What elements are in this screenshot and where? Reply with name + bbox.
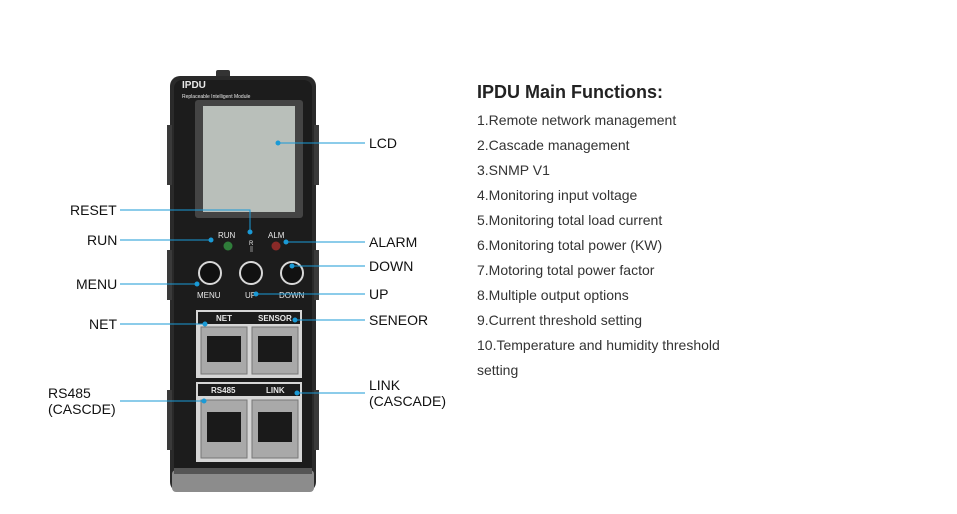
lower-port-label-strip (198, 384, 300, 396)
functions-list: 1.Remote network management 2.Cascade ma… (477, 108, 747, 383)
callout-rs485-line1: RS485 (48, 385, 91, 401)
device-subtitle: Replaceable Intelligent Module (182, 94, 251, 100)
leader-reset (120, 209, 251, 232)
run-led-label: RUN (218, 231, 236, 240)
callout-down: DOWN (369, 258, 414, 274)
vent-left-mid (167, 250, 172, 300)
menu-button-label: MENU (197, 291, 221, 300)
callout-reset: RESET (70, 202, 117, 218)
leader-down-dot (289, 263, 295, 269)
rs485-port-jack (207, 412, 241, 442)
callout-link: LINK (CASCADE) (369, 377, 446, 409)
callout-net: NET (89, 316, 117, 332)
functions-panel: IPDU Main Functions: 1.Remote network ma… (477, 82, 747, 383)
device-base (172, 470, 314, 492)
callout-rs485: RS485 (CASCDE) (48, 385, 116, 417)
leader-menu-dot (194, 281, 200, 287)
leader-net-dot (202, 321, 208, 327)
vent-left-bottom (167, 390, 172, 450)
leader-alarm-dot (283, 239, 289, 245)
link-port-jack (258, 412, 292, 442)
callout-seneor: SENEOR (369, 312, 429, 328)
function-item: 7.Motoring total power factor (477, 262, 655, 278)
function-item: 6.Monitoring total power (KW) (477, 237, 663, 253)
functions-title: IPDU Main Functions: (477, 82, 663, 102)
up-button-label: UP (245, 291, 256, 300)
callout-alarm: ALARM (369, 234, 418, 250)
device-brand: IPDU (182, 80, 206, 91)
callout-up: UP (369, 286, 389, 302)
lcd-screen (203, 106, 295, 212)
callout-link-line1: LINK (369, 377, 401, 393)
function-item: 8.Multiple output options (477, 287, 629, 303)
sensor-port-label: SENSOR (258, 314, 292, 323)
run-led (223, 241, 233, 251)
side-vents (167, 125, 319, 450)
vent-left-top (167, 125, 172, 185)
vent-right-top (314, 125, 319, 185)
leader-sensor-dot (292, 317, 298, 323)
link-port-label: LINK (266, 386, 285, 395)
net-port-label: NET (216, 314, 232, 323)
leader-lcd-dot (275, 140, 281, 146)
function-item: 5.Monitoring total load current (477, 212, 663, 228)
leader-run-dot (208, 237, 214, 243)
net-port-jack (207, 336, 241, 362)
leader-link-dot (294, 390, 300, 396)
leader-reset-dot (247, 229, 253, 235)
leader-lines (120, 140, 365, 404)
sensor-port-jack (258, 336, 292, 362)
function-item: 4.Monitoring input voltage (477, 187, 638, 203)
upper-port-label-strip (198, 312, 300, 324)
callout-rs485-line2: (CASCDE) (48, 401, 116, 417)
device-base-edge (174, 468, 312, 474)
menu-button[interactable] (198, 261, 222, 285)
callout-menu: MENU (76, 276, 118, 292)
vent-right-bottom (314, 390, 319, 450)
down-button-label: DOWN (279, 291, 305, 300)
leader-rs485-dot (201, 398, 207, 404)
callout-lcd: LCD (369, 135, 398, 151)
callout-run: RUN (87, 232, 118, 248)
down-button[interactable] (280, 261, 304, 285)
up-button[interactable] (239, 261, 263, 285)
function-item: 9.Current threshold setting (477, 312, 642, 328)
function-item: 10.Temperature and humidity threshold (477, 337, 720, 353)
function-item: 2.Cascade management (477, 137, 630, 153)
alm-led-label: ALM (268, 231, 285, 240)
function-item: 1.Remote network management (477, 112, 677, 128)
vent-right-mid (314, 250, 319, 300)
rs485-port-label: RS485 (211, 386, 236, 395)
callout-link-line2: (CASCADE) (369, 393, 447, 409)
alarm-led (271, 241, 281, 251)
function-item: 3.SNMP V1 (477, 162, 550, 178)
leader-up-dot (253, 291, 259, 297)
reset-pinhole[interactable] (250, 246, 253, 252)
reset-label: R (249, 241, 254, 247)
function-item: setting (477, 362, 519, 378)
